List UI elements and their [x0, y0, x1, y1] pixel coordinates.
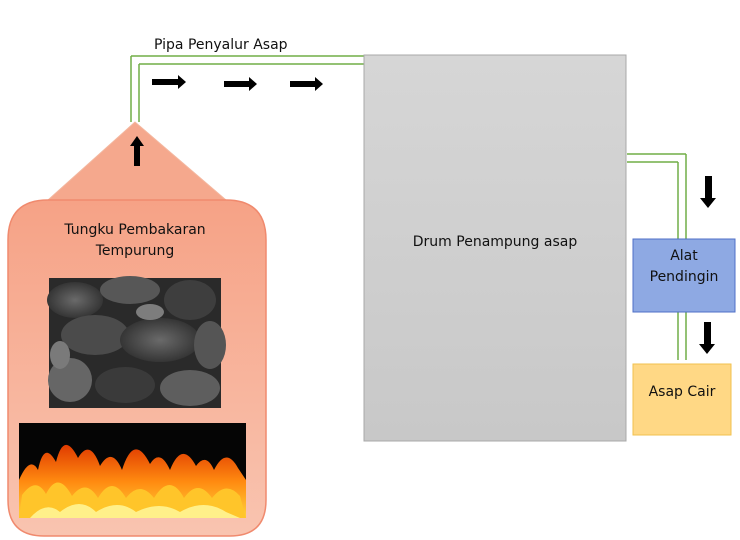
product-label: Asap Cair	[648, 384, 716, 400]
product-box	[632, 363, 732, 436]
arrow-icon	[130, 75, 716, 354]
fire-image	[19, 423, 246, 518]
cooler-label: Alat Pendingin	[633, 246, 735, 288]
drum-box	[363, 54, 627, 442]
outlet-pipe	[627, 153, 687, 360]
smoke-pipe	[130, 55, 364, 122]
charcoal-image	[47, 276, 226, 408]
cooler-label-line2: Pendingin	[649, 269, 719, 285]
furnace-label: Tungku Pembakaran Tempurung	[40, 220, 230, 262]
cooler-box	[632, 238, 736, 313]
pipe-label: Pipa Penyalur Asap	[154, 37, 288, 53]
drum-label: Drum Penampung asap	[412, 234, 578, 250]
cooler-label-line1: Alat	[670, 248, 698, 264]
furnace-label-line1: Tungku Pembakaran	[64, 222, 206, 238]
furnace-label-line2: Tempurung	[95, 243, 175, 259]
